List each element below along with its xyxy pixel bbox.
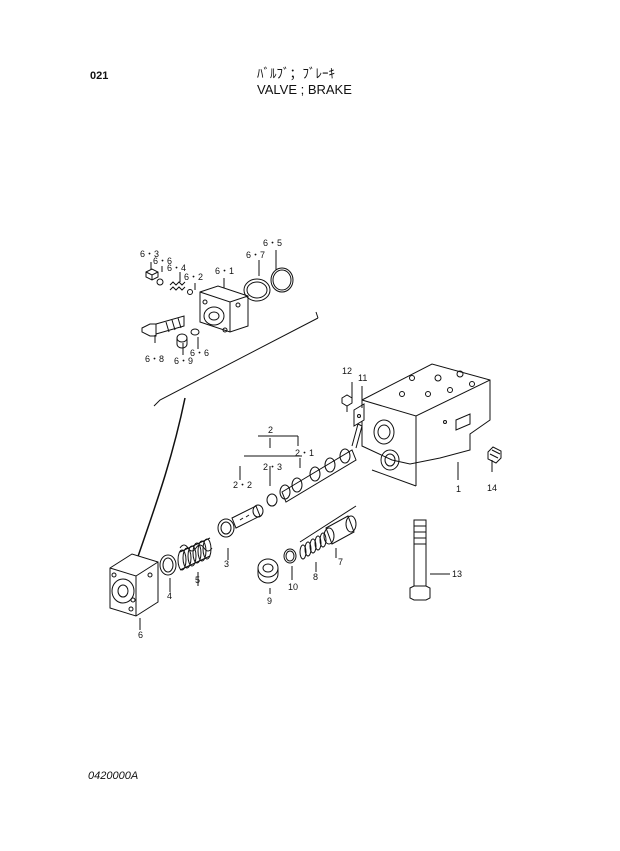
part-6-1-cover (199, 285, 249, 333)
part-2-1-spool (279, 423, 363, 503)
callout-2-2: 2・2 (233, 480, 252, 490)
part-6-8-bolt (141, 315, 185, 337)
callout-7: 7 (338, 557, 343, 567)
part-2-3-ring (266, 493, 278, 507)
callout-6-4: 6・4 (167, 263, 186, 273)
part-9-plug (257, 558, 279, 584)
drawing-code: 0420000A (88, 770, 139, 782)
part-2-2-sleeve (231, 504, 264, 529)
part-6-9-plug (176, 333, 188, 349)
part-4-ring (159, 554, 177, 576)
sub-assembly-6-exploded (141, 250, 319, 407)
part-13-bolt (409, 519, 431, 601)
callout-6: 6 (138, 630, 143, 640)
part-8-spring (299, 532, 327, 560)
callout-10: 10 (288, 582, 298, 592)
callout-6-7: 6・7 (246, 250, 265, 260)
callout-6-6b: 6・6 (190, 348, 209, 358)
part-11-plate (353, 403, 365, 427)
callout-6-9: 6・9 (174, 356, 193, 366)
part-6-6-ring (156, 278, 164, 286)
part-3-ring (217, 518, 235, 538)
subassembly-bracket-line (153, 317, 319, 407)
callout-11: 11 (358, 373, 367, 383)
part-6-4-spring (169, 281, 186, 291)
callout-2-3: 2・3 (263, 462, 282, 472)
callout-4: 4 (167, 591, 172, 601)
callout-12: 12 (342, 366, 352, 376)
callout-14: 14 (487, 483, 497, 493)
part-7-piston (323, 515, 357, 545)
part-6-3-plug (145, 268, 159, 281)
callout-5: 5 (195, 575, 200, 585)
callout-8: 8 (313, 572, 318, 582)
part-6-5-oring (270, 267, 294, 293)
callout-6-8: 6・8 (145, 354, 164, 364)
callout-3: 3 (224, 559, 229, 569)
callout-9: 9 (267, 596, 272, 606)
part-14-plug (487, 446, 502, 464)
part-6-7-ring (243, 278, 271, 302)
part-12-screw (341, 394, 353, 412)
callout-6-2: 6・2 (184, 272, 203, 282)
title-english: VALVE ; BRAKE (257, 82, 352, 97)
part-6-cover-assembled (109, 553, 159, 617)
page-number: 021 (90, 70, 109, 82)
part-1-valve-body (361, 363, 491, 487)
callout-6-6a: 6・6 (153, 256, 172, 266)
callout-6-1: 6・1 (215, 266, 234, 276)
part-10-ring (283, 548, 297, 564)
part-5-spring (177, 537, 213, 571)
callout-2: 2 (268, 425, 273, 435)
part-6-2-ball (187, 289, 193, 295)
callout-6-5: 6・5 (263, 238, 282, 248)
callout-1: 1 (456, 484, 461, 494)
callout-13: 13 (452, 569, 462, 579)
callout-2-1: 2・1 (295, 448, 314, 458)
part-6-6-oring (190, 328, 200, 336)
assembly-arrow (127, 397, 186, 583)
title-japanese: ﾊﾞﾙﾌﾞ；ﾌﾞﾚｰｷ (257, 66, 336, 81)
callout-6-3: 6・3 (140, 249, 159, 259)
